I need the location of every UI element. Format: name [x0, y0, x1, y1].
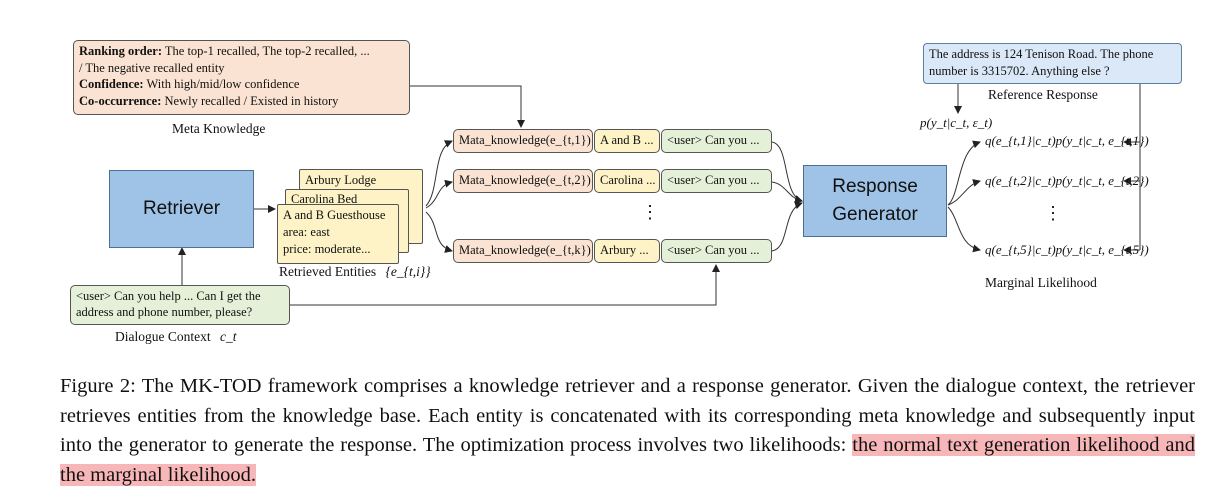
rowk-context: <user> Can you ... — [661, 239, 772, 263]
row1-entity: A and B ... — [594, 129, 660, 153]
reference-response-box: The address is 124 Tenison Road. The pho… — [923, 43, 1182, 84]
rowk-meta-knowledge: Mata_knowledge(e_{t,k}) — [453, 239, 593, 263]
co-occurrence-label: Co-occurrence: — [79, 93, 162, 108]
arrow-row2-generator — [771, 181, 803, 204]
p-y-given-context: p(y_t|c_t, ε_t) — [920, 115, 993, 130]
retriever-box: Retriever — [109, 170, 254, 248]
entities-math: {e_{t,i}} — [385, 264, 431, 279]
dialogue-math: c_t — [219, 329, 237, 344]
ranking-order-label: Ranking order: — [79, 44, 162, 58]
likelihood-term-2: q(e_{t,2}|c_t)p(y_t|c_t, e_{t,2}) — [985, 173, 1149, 188]
likelihood-ellipsis: ⋮ — [1044, 203, 1062, 223]
arrow-entities-row2 — [425, 179, 453, 209]
row1-context: <user> Can you ... — [661, 129, 772, 153]
arrow-row1-generator — [771, 141, 803, 203]
co-occurrence-text: Newly recalled / Existed in history — [161, 93, 339, 108]
ranking-order-text-2: / The negative recalled entity — [79, 60, 225, 75]
arrow-dialogue-to-rows — [290, 264, 720, 306]
reference-response-label: Reference Response — [988, 87, 1098, 102]
entity-card-aandb: A and B Guesthouse area: east price: mod… — [277, 204, 399, 264]
response-generator-box: Response Generator — [803, 165, 947, 237]
dialogue-context-box: <user> Can you help ... Can I get the ad… — [70, 285, 290, 325]
framework-figure: Ranking order: The top-1 recalled, The t… — [70, 40, 1182, 344]
row2-entity: Carolina ... — [594, 169, 660, 193]
likelihood-term-1: q(e_{t,1}|c_t)p(y_t|c_t, e_{t,1}) — [985, 133, 1149, 148]
retrieved-entities-label: Retrieved Entities {e_{t,i}} — [279, 264, 431, 279]
rowk-entity: Arbury ... — [594, 239, 660, 263]
row1-meta-knowledge: Mata_knowledge(e_{t,1}) — [453, 129, 593, 153]
marginal-likelihood-label: Marginal Likelihood — [985, 275, 1097, 290]
dialogue-context-label: Dialogue Context c_t — [115, 329, 237, 344]
arrow-entities-row1 — [425, 140, 453, 207]
arrow-gen-term1 — [947, 140, 981, 206]
ranking-order-text: The top-1 recalled, The top-2 recalled, … — [162, 44, 370, 58]
arrow-entities-row3 — [425, 211, 453, 253]
meta-knowledge-box: Ranking order: The top-1 recalled, The t… — [73, 40, 410, 115]
confidence-label: Confidence: — [79, 77, 144, 91]
meta-knowledge-label: Meta Knowledge — [172, 121, 266, 136]
arrow-row3-generator — [771, 201, 803, 252]
connector-arrows — [178, 84, 1141, 306]
figure-caption: Figure 2: The MK-TOD framework comprises… — [60, 372, 1195, 490]
rows-ellipsis: ⋮ — [641, 202, 659, 222]
row2-context: <user> Can you ... — [661, 169, 772, 193]
row2-meta-knowledge: Mata_knowledge(e_{t,2}) — [453, 169, 593, 193]
confidence-text: With high/mid/low confidence — [143, 77, 300, 91]
arrow-meta-to-row — [410, 85, 525, 128]
caption-text: Figure 2: The MK-TOD framework comprises… — [60, 375, 1195, 456]
arrow-gen-term3 — [947, 206, 981, 253]
arrow-gen-term2 — [947, 179, 981, 206]
likelihood-term-3: q(e_{t,5}|c_t)p(y_t|c_t, e_{t,5}) — [985, 242, 1149, 257]
